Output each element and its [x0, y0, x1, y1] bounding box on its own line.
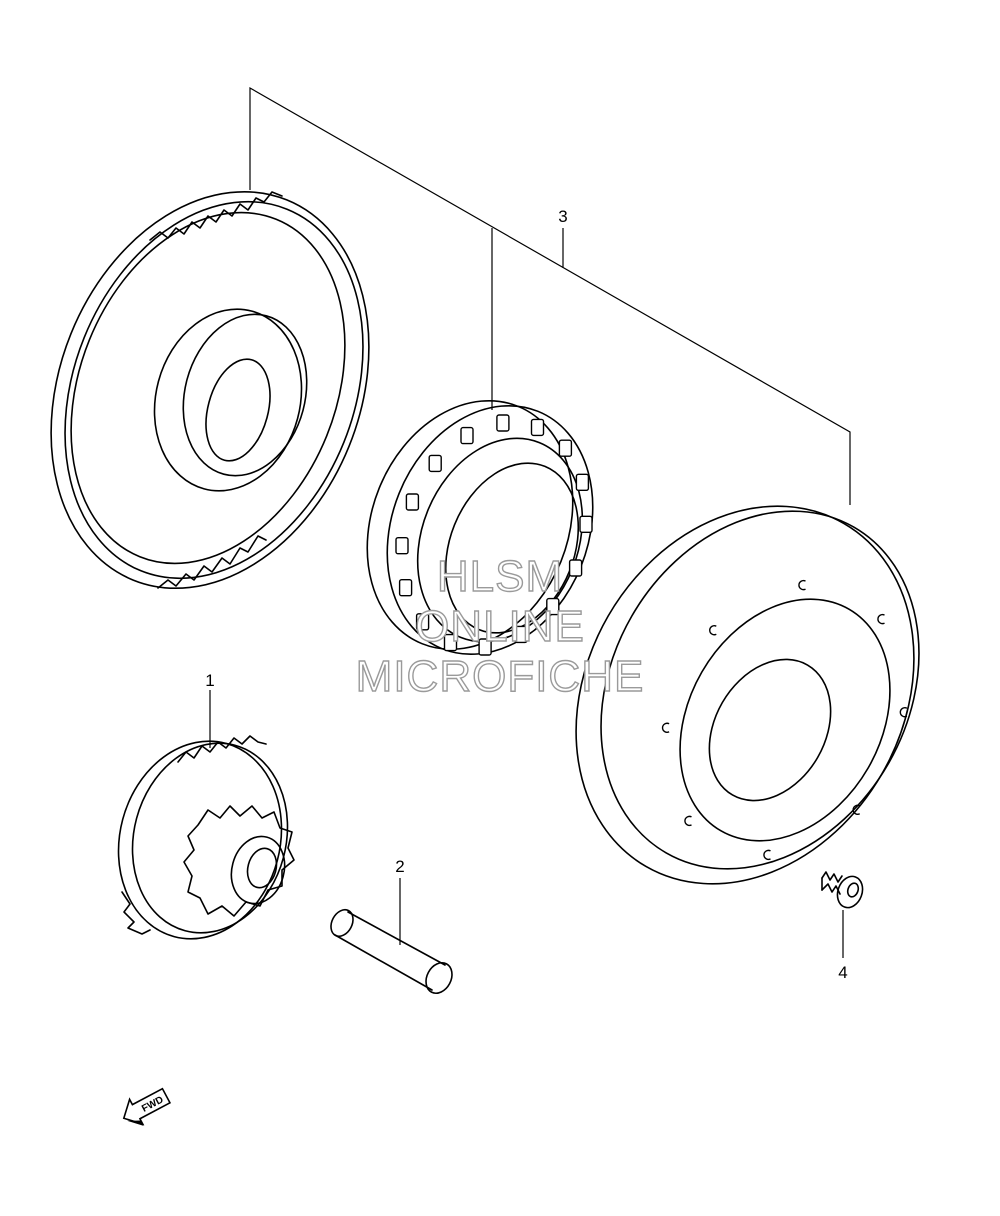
clutch-roller	[428, 454, 442, 473]
bolt-hole	[684, 815, 692, 827]
idle-gear	[117, 735, 295, 940]
callout-1[interactable]: 1	[205, 671, 214, 690]
watermark-line-1: HLSM	[436, 552, 564, 601]
fwd-arrow-icon: FWD	[122, 1087, 172, 1126]
bolt-hole	[899, 707, 908, 718]
clutch-roller	[568, 559, 583, 577]
watermark-line-2: ONLINE	[414, 602, 585, 651]
starter-driven-gear	[50, 190, 370, 590]
clutch-housing	[575, 505, 920, 885]
callout-2[interactable]: 2	[395, 857, 404, 876]
clutch-roller	[398, 579, 413, 597]
bolt-hole	[661, 722, 670, 733]
watermark-line-3: MICROFICHE	[355, 652, 645, 701]
bolt-hole	[798, 579, 806, 591]
clutch-roller	[395, 537, 409, 555]
bolt	[821, 871, 864, 909]
bolt-hole	[709, 625, 717, 636]
clutch-roller	[405, 493, 420, 511]
clutch-roller	[496, 414, 510, 432]
idle-gear-shaft	[330, 908, 453, 995]
clutch-roller	[579, 515, 593, 533]
clutch-roller	[460, 426, 474, 445]
bolt-hole	[877, 613, 885, 625]
callout-4[interactable]: 4	[838, 963, 847, 982]
clutch-roller	[558, 439, 573, 457]
bolt-hole	[852, 804, 861, 815]
clutch-roller	[514, 625, 528, 644]
clutch-roller	[478, 638, 492, 656]
bolt-hole	[763, 849, 771, 861]
clutch-roller	[530, 418, 545, 437]
clutch-roller	[443, 633, 458, 652]
callout-3[interactable]: 3	[558, 207, 567, 226]
clutch-roller	[415, 613, 430, 631]
clutch-roller	[546, 597, 560, 616]
one-way-clutch	[366, 399, 594, 656]
leader-lines-part-3	[249, 86, 851, 505]
clutch-roller	[575, 473, 590, 491]
